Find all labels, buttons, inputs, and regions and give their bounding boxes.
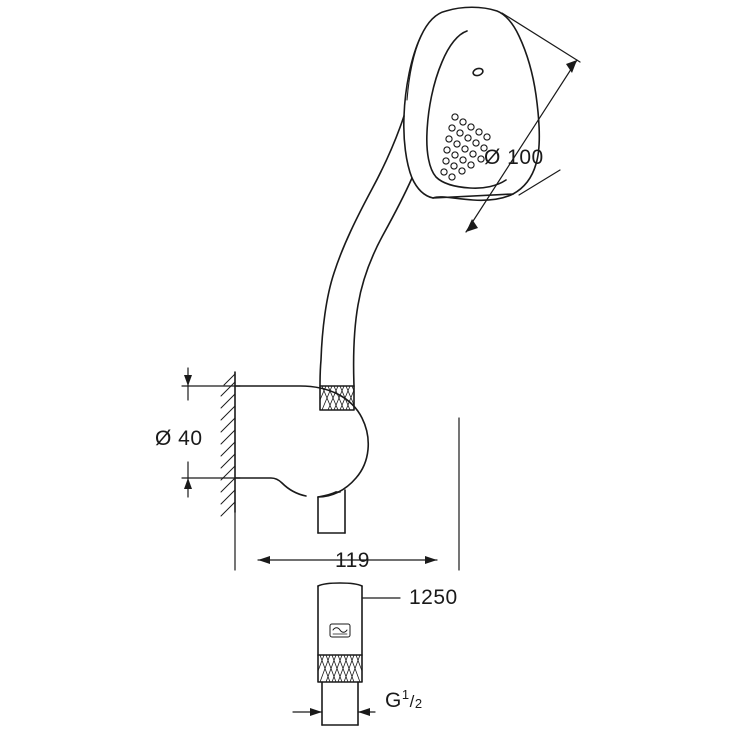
- shower-hose-outline: [317, 582, 363, 726]
- dimension-projection: [234, 417, 460, 571]
- dimension-label-hose-length: 1250: [409, 586, 458, 609]
- dimension-thread-size: [292, 708, 376, 716]
- shower-head-outline: [403, 6, 541, 202]
- dimension-label-bracket-diameter: Ø 40: [155, 427, 203, 450]
- thread-fraction: 1/2: [402, 687, 423, 713]
- thread-denominator: 2: [414, 696, 423, 711]
- dimension-label-projection: 119: [335, 549, 370, 572]
- dimension-label-head-diameter: Ø 100: [484, 146, 544, 169]
- dimension-head-diameter: [465, 12, 581, 233]
- shower-handle-outline: [319, 115, 413, 411]
- thread-numerator: 1: [401, 687, 410, 702]
- wall-section: [220, 371, 236, 517]
- thread-prefix: G: [385, 689, 402, 712]
- fraction-slash-icon: /: [409, 692, 415, 711]
- dimension-bracket-diameter: [181, 367, 241, 498]
- wall-bracket-outline: [234, 385, 370, 534]
- dimension-label-thread-size: G1/2: [385, 687, 423, 713]
